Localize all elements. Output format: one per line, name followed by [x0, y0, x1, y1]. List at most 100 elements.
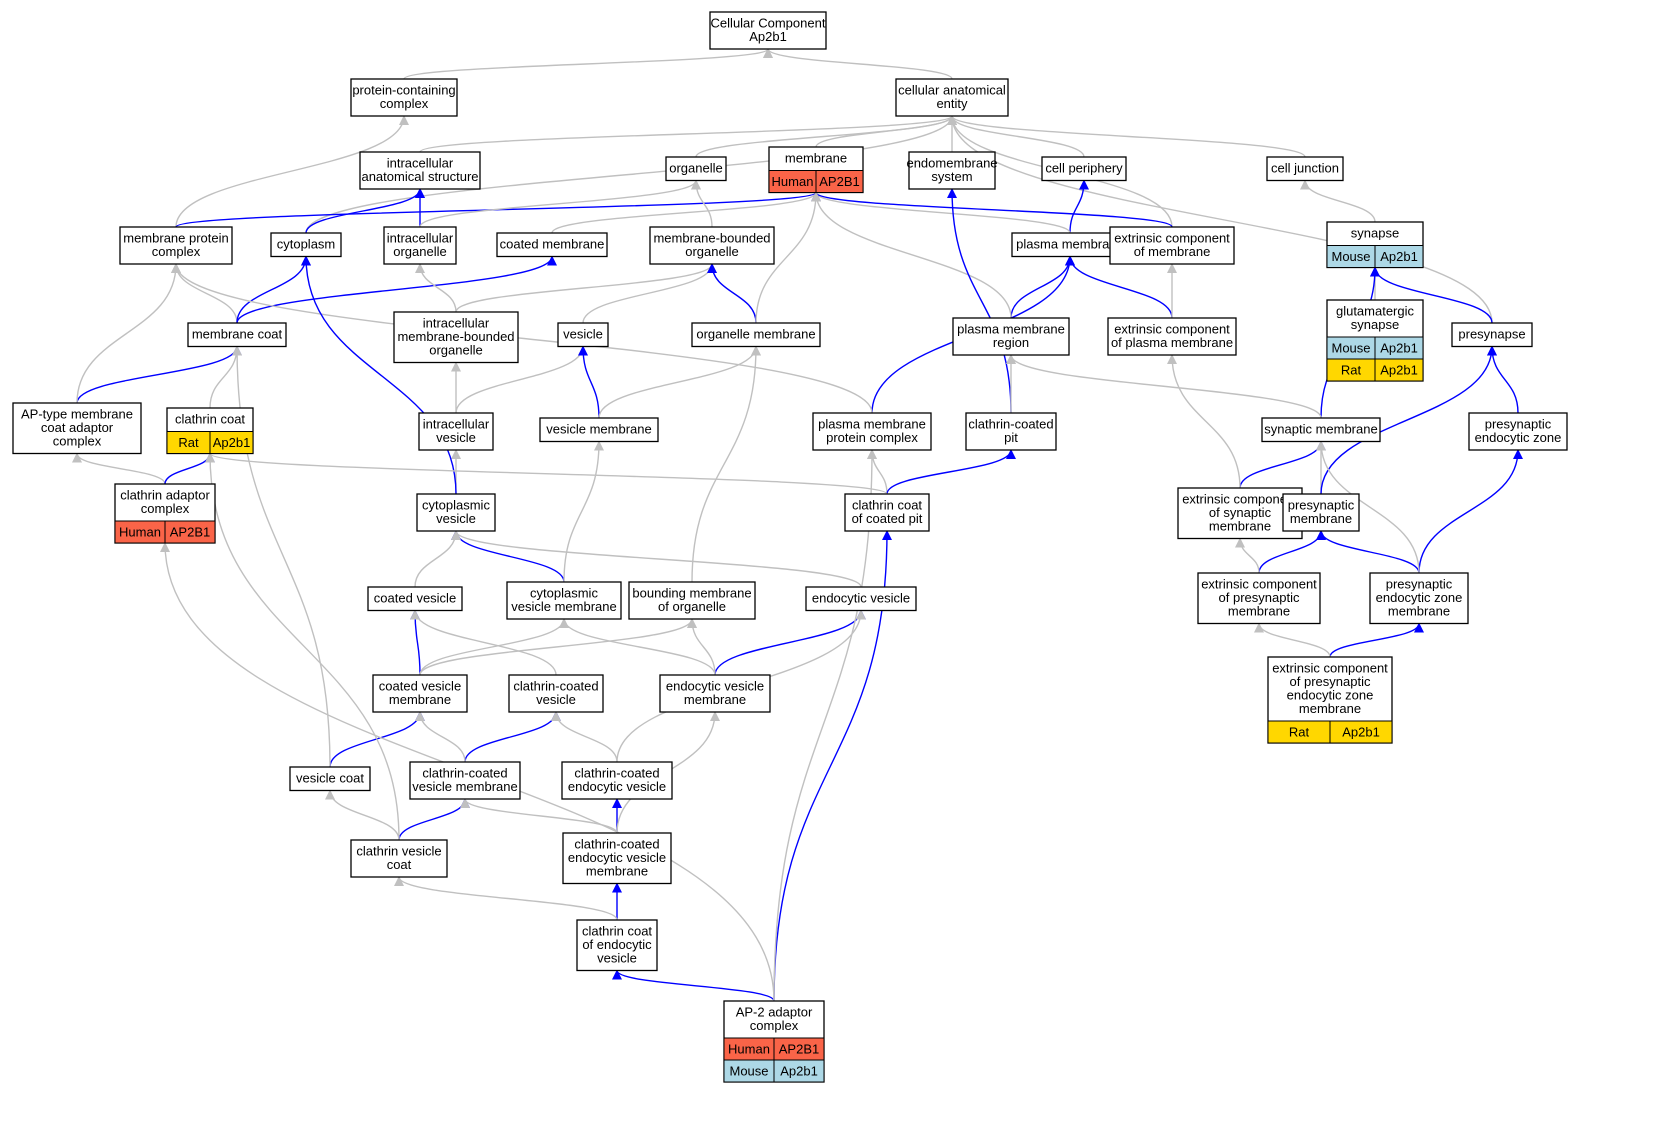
edge-path: [1418, 449, 1523, 574]
gene-label: Ap2b1: [1380, 249, 1418, 264]
species-cell: Human: [114, 520, 166, 544]
edge-vc-to-covm: [329, 711, 425, 768]
term-label-line: AP-type membrane: [21, 407, 133, 422]
cell-background: [1329, 720, 1393, 744]
cell-background: [1374, 245, 1424, 268]
term-label-line: extrinsic component: [1114, 231, 1230, 246]
edge-pmr-to-pm: [1010, 255, 1075, 319]
term-label-line: coated vesicle: [374, 591, 456, 606]
gene-cell: Ap2b1: [1374, 245, 1424, 268]
species-label: Rat: [1289, 725, 1310, 740]
gene-label: AP2B1: [170, 525, 210, 540]
edge-vm-to-om: [598, 345, 761, 419]
term-label-line: protein-containing: [352, 83, 455, 98]
term-label-line: AP-2 adaptor: [736, 1005, 813, 1020]
edge-ccevm-to-ccvm: [460, 798, 618, 834]
term-label-line: intracellular: [423, 316, 490, 331]
edge-path: [205, 452, 400, 841]
term-box: [187, 322, 287, 348]
edge-path: [164, 452, 215, 485]
edge-cac-to-clc: [164, 452, 215, 485]
term-label-line: complex: [750, 1018, 799, 1033]
edge-pezm-to-prem: [1316, 530, 1420, 574]
term-box: [557, 322, 609, 348]
term-label-line: vesicle membrane: [546, 422, 652, 437]
species-label: Rat: [178, 435, 199, 450]
go-term-pre: presynapse: [1451, 322, 1533, 348]
edge-path: [612, 969, 775, 1002]
edge-path: [414, 530, 461, 588]
term-label-line: membrane: [586, 864, 648, 879]
term-label-line: endocytic vesicle: [568, 850, 666, 865]
edge-cj-to-cae: [947, 115, 1306, 158]
term-box: [1282, 493, 1360, 532]
term-label-line: intracellular: [387, 156, 454, 171]
term-label-line: membrane: [1228, 604, 1290, 619]
edge-path: [419, 618, 697, 676]
term-label-line: entity: [936, 96, 968, 111]
term-label-line: pit: [1004, 430, 1018, 445]
edge-clc-to-mc: [209, 345, 242, 409]
edge-path: [582, 263, 717, 324]
go-term-cp: cell periphery: [1041, 156, 1127, 182]
term-label-line: plasma membrane: [1016, 237, 1124, 252]
edge-path: [811, 191, 1071, 234]
gene-cell: AP2B1: [773, 1037, 825, 1061]
edge-path: [1487, 345, 1519, 414]
term-label-line: of endocytic: [582, 937, 652, 952]
edge-apt-to-mc: [76, 345, 242, 404]
edge-ev-to-cv: [451, 530, 862, 588]
term-label-line: membrane: [1388, 604, 1450, 619]
edge-path: [714, 609, 866, 676]
species-label: Rat: [1341, 363, 1362, 378]
edge-pm-to-cp: [1069, 179, 1089, 234]
gene-label: Ap2b1: [1380, 341, 1418, 356]
edge-ccev-to-clcv: [551, 711, 618, 763]
edge-path: [419, 115, 957, 153]
go-term-pm: plasma membrane: [1011, 232, 1129, 258]
gene-label: AP2B1: [819, 174, 859, 189]
term-label-line: endocytic zone: [1376, 590, 1463, 605]
term-label-line: protein complex: [826, 430, 918, 445]
edge-path: [947, 115, 1085, 158]
edge-cae-to-cc: [763, 48, 953, 80]
edge-covm-to-bmo: [419, 618, 697, 676]
edge-path: [1239, 440, 1326, 489]
edge-mem-to-cae: [815, 115, 957, 148]
edge-pm-to-mem: [811, 191, 1071, 234]
term-label-line: anatomical structure: [361, 169, 478, 184]
term-label-line: coat adaptor: [41, 420, 114, 435]
edge-cvm-to-cv: [451, 530, 565, 583]
edge-ccoev-to-cvc: [394, 876, 618, 921]
term-label-line: endocytic zone: [1287, 688, 1374, 703]
term-label-line: synapse: [1351, 226, 1399, 241]
gene-cell: Ap2b1: [773, 1059, 825, 1083]
term-label-line: endocytic zone: [1475, 430, 1562, 445]
term-label-line: membrane: [389, 692, 451, 707]
term-label-line: membrane: [684, 692, 746, 707]
term-label-line: vesicle membrane: [412, 779, 518, 794]
edge-path: [403, 48, 773, 80]
go-term-ev: endocytic vesicle: [805, 586, 917, 612]
term-box: [812, 412, 932, 451]
term-box: [908, 151, 996, 190]
edge-path: [815, 115, 957, 148]
term-box: [119, 226, 233, 265]
term-box: [367, 586, 463, 612]
term-box: [1369, 572, 1469, 625]
edge-path: [1254, 622, 1331, 658]
edge-path: [1320, 345, 1497, 495]
edge-path: [451, 530, 565, 583]
term-label-line: vesicle: [597, 951, 637, 966]
